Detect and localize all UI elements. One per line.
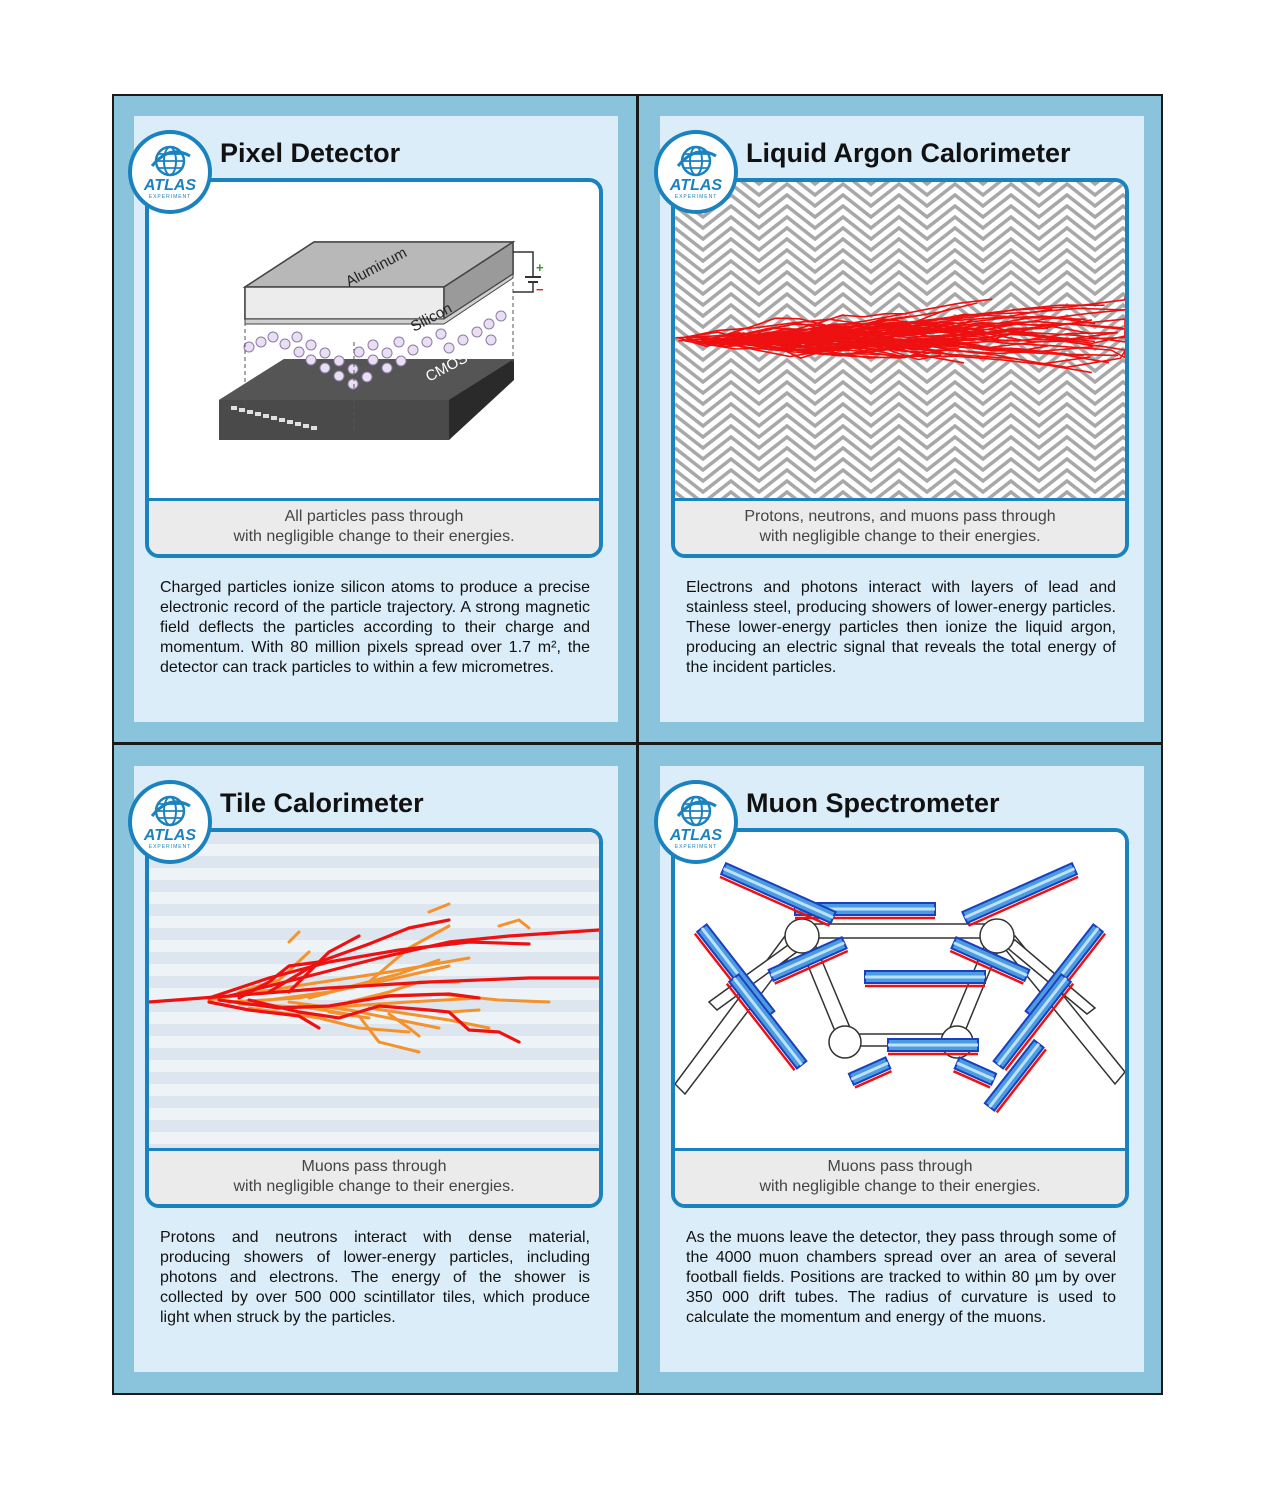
card-tile-calorimeter: ATLAS EXPERIMENT Tile Calorimeter [112, 744, 636, 1394]
illustration-frame: Protons, neutrons, and muons pass throug… [671, 178, 1129, 558]
caption-line-1: Muons pass through [301, 1158, 447, 1175]
liquid-argon-illustration [675, 182, 1125, 498]
caption-line-1: All particles pass through [284, 508, 464, 525]
caption-line-2: with negligible change to their energies… [759, 528, 1041, 545]
atlas-logo-icon: ATLAS EXPERIMENT [128, 130, 212, 214]
atlas-logo-icon: ATLAS EXPERIMENT [654, 130, 738, 214]
svg-text:ATLAS: ATLAS [669, 177, 722, 194]
grid-divider-horizontal [112, 742, 1163, 745]
atlas-logo-icon: ATLAS EXPERIMENT [128, 780, 212, 864]
card-pixel-detector: ATLAS EXPERIMENT Pixel Detector CMOS Chi… [112, 94, 636, 744]
card-description: As the muons leave the detector, they pa… [686, 1229, 1116, 1326]
card-liquid-argon-calorimeter: ATLAS EXPERIMENT Liquid Argon Calorimete… [638, 94, 1162, 744]
caption-line-2: with negligible change to their energies… [233, 1178, 515, 1195]
card-title: Tile Calorimeter [220, 788, 424, 818]
svg-text:EXPERIMENT: EXPERIMENT [675, 194, 718, 200]
muon-spectrometer-illustration [675, 832, 1125, 1148]
plus-label: + [536, 260, 544, 275]
svg-text:ATLAS: ATLAS [669, 827, 722, 844]
svg-text:ATLAS: ATLAS [143, 827, 196, 844]
caption-line-1: Muons pass through [827, 1158, 973, 1175]
card-title: Liquid Argon Calorimeter [746, 138, 1071, 168]
illustration-frame: CMOS Chip Aluminum Silicon [145, 178, 603, 558]
tile-calorimeter-illustration [149, 832, 599, 1148]
caption-box: Protons, neutrons, and muons pass throug… [675, 498, 1125, 554]
caption-box: Muons pass through with negligible chang… [675, 1148, 1125, 1204]
card-title: Pixel Detector [220, 138, 401, 168]
card-description: Charged particles ionize silicon atoms t… [160, 579, 590, 676]
atlas-logo-icon: ATLAS EXPERIMENT [654, 780, 738, 864]
svg-text:EXPERIMENT: EXPERIMENT [149, 194, 192, 200]
minus-label: − [536, 282, 544, 297]
illustration-frame: Muons pass through with negligible chang… [145, 828, 603, 1208]
illustration-frame: Muons pass through with negligible chang… [671, 828, 1129, 1208]
card-description: Protons and neutrons interact with dense… [160, 1229, 590, 1326]
card-title: Muon Spectrometer [746, 788, 1000, 818]
svg-text:EXPERIMENT: EXPERIMENT [675, 844, 718, 850]
svg-text:EXPERIMENT: EXPERIMENT [149, 844, 192, 850]
caption-line-1: Protons, neutrons, and muons pass throug… [744, 508, 1056, 525]
caption-box: Muons pass through with negligible chang… [149, 1148, 599, 1204]
caption-line-2: with negligible change to their energies… [759, 1178, 1041, 1195]
caption-box: All particles pass through with negligib… [149, 498, 599, 554]
card-description: Electrons and photons interact with laye… [686, 579, 1116, 676]
pixel-detector-illustration: CMOS Chip Aluminum Silicon [219, 240, 544, 440]
card-muon-spectrometer: ATLAS EXPERIMENT Muon Spectrometer [638, 744, 1162, 1394]
caption-line-2: with negligible change to their energies… [233, 528, 515, 545]
svg-text:ATLAS: ATLAS [143, 177, 196, 194]
